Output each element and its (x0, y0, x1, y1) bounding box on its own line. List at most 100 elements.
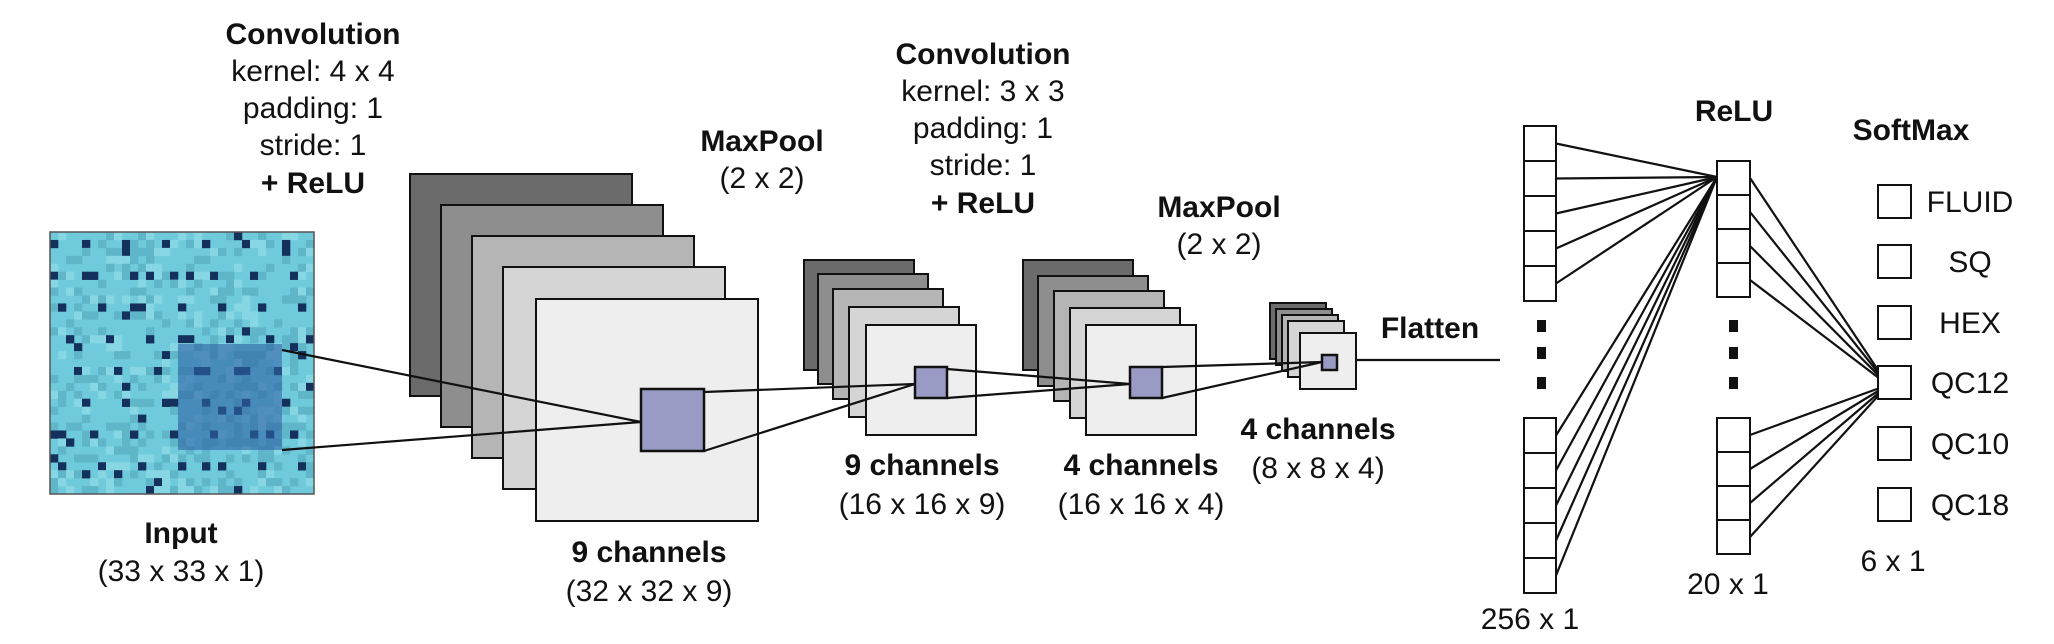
input-pixel (138, 382, 147, 392)
input-pixel (234, 279, 243, 288)
fm1-title: 9 channels (571, 536, 726, 569)
input-pixel (162, 359, 171, 368)
input-pixel (242, 311, 251, 320)
empty-square-icon (1877, 426, 1912, 461)
input-pixel (74, 303, 83, 312)
input-pixel (266, 478, 275, 487)
input-pixel (82, 470, 91, 479)
input-pixel (298, 414, 307, 423)
input-pixel (282, 422, 291, 431)
input-pixel (258, 462, 267, 471)
input-pixel (282, 295, 291, 304)
input-texture (50, 232, 315, 495)
input-pixel (154, 271, 163, 280)
input-pixel (226, 486, 235, 495)
input-pixel (130, 446, 139, 455)
pool1-title: MaxPool (700, 125, 823, 158)
empty-square-icon (1877, 244, 1912, 279)
input-pixel (114, 478, 123, 487)
input-pixel (130, 470, 139, 479)
relu-label: ReLU (1695, 95, 1773, 128)
input-pixel (234, 263, 243, 272)
input-pixel (58, 271, 67, 280)
input-pixel (114, 462, 123, 471)
input-pixel (146, 366, 155, 376)
input-pixel (122, 263, 131, 272)
input-pixel (114, 366, 123, 376)
input-pixel (170, 382, 179, 392)
input-pixel (122, 446, 131, 455)
input-pixel (226, 287, 235, 296)
neuron-cell (1523, 160, 1557, 197)
dense-edge (1749, 384, 1889, 504)
input-pixel (202, 462, 211, 471)
input-pixel (122, 430, 131, 439)
input-pixel (226, 279, 235, 288)
output-class-label: QC10 (1931, 428, 2009, 461)
input-pixel (234, 319, 243, 328)
input-pixel (306, 390, 315, 400)
input-pixel (298, 303, 307, 312)
input-pixel (98, 382, 107, 392)
dense-edge (1554, 176, 1719, 541)
input-pixel (258, 271, 267, 280)
dense-edge (1555, 175, 1718, 250)
input-pixel (162, 446, 171, 455)
neuron-cell (1523, 452, 1557, 489)
input-pixel (90, 311, 99, 320)
output-class-label: QC12 (1931, 367, 2009, 400)
input-pixel (122, 295, 131, 304)
input-pixel (282, 255, 291, 265)
input-pixel (122, 422, 131, 431)
input-pixel (98, 335, 107, 344)
input-pixel (114, 232, 123, 241)
input-pixel (210, 271, 219, 280)
input-pixel (138, 287, 147, 296)
input-pixel (154, 247, 163, 257)
dense-edge (1749, 211, 1889, 386)
input-pixel (186, 319, 195, 328)
conv2-relu: + ReLU (931, 187, 1035, 220)
input-pixel (202, 446, 211, 455)
input-pixel (274, 462, 283, 471)
conv2-output-patch (1128, 365, 1164, 400)
input-pixel (74, 287, 83, 296)
dense-edge (1749, 245, 1889, 386)
input-pixel (82, 430, 91, 439)
pool2-size: (2 x 2) (1176, 228, 1261, 261)
fm3-title: 4 channels (1063, 449, 1218, 482)
input-pixel (258, 446, 267, 455)
input-pixel (66, 382, 75, 392)
input-pixel (234, 232, 243, 241)
input-pixel (106, 422, 115, 431)
input-pixel (106, 446, 115, 455)
input-pixel (122, 398, 131, 407)
input-pixel (242, 454, 251, 463)
input-pixel (282, 406, 291, 415)
input-pixel (250, 327, 259, 336)
labels: Convolution kernel: 4 x 4 padding: 1 str… (98, 18, 1970, 636)
input-pixel (282, 335, 291, 344)
neuron-cell (1523, 487, 1557, 524)
input-pixel (258, 478, 267, 487)
input-pixel (218, 247, 227, 257)
input-pixel (154, 311, 163, 320)
input-pixel (202, 271, 211, 280)
input-pixel (74, 327, 83, 336)
dense-edge (1555, 175, 1718, 180)
input-pixel (162, 374, 171, 384)
pool1-size: (2 x 2) (719, 162, 804, 195)
input-pixel (66, 470, 75, 479)
input-pixel (282, 247, 291, 257)
input-pixel (258, 454, 267, 463)
input-pixel (194, 255, 203, 265)
input-pixel (154, 486, 163, 495)
neuron-cell (1523, 557, 1557, 594)
input-pixel (162, 351, 171, 360)
input-pixel (106, 343, 115, 352)
input-pixel (138, 366, 147, 376)
input-pixel (130, 430, 139, 439)
input-pixel (50, 406, 59, 415)
input-pixel (58, 470, 67, 479)
input-pixel (90, 478, 99, 487)
